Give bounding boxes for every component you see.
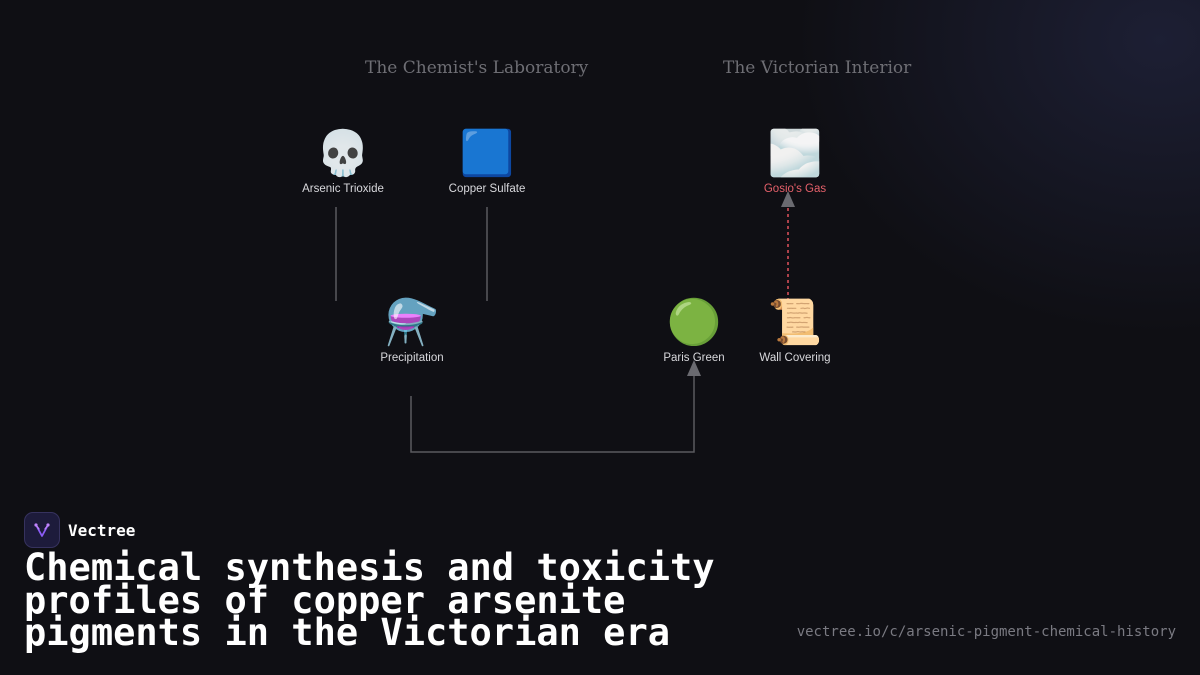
- edge-precipitation-to-paris-green: [410, 374, 695, 453]
- node-label: Wall Covering: [759, 352, 831, 364]
- node-label: Gosio's Gas: [763, 183, 827, 195]
- blue-square-icon: 🟦: [459, 128, 515, 179]
- scroll-icon: 📜: [767, 297, 823, 348]
- arrowhead-paris-green: [687, 360, 701, 376]
- alembic-icon: ⚗️: [384, 297, 440, 348]
- fog-icon: 🌫️: [767, 128, 823, 179]
- node-wall-covering[interactable]: 📜 Wall Covering: [735, 297, 855, 365]
- skull-icon: 💀: [315, 128, 371, 179]
- brand-name: Vectree: [68, 520, 136, 540]
- node-copper-sulfate[interactable]: 🟦 Copper Sulfate: [427, 128, 547, 196]
- node-label: Precipitation: [380, 352, 444, 364]
- brand[interactable]: Vectree: [24, 512, 135, 548]
- section-label-interior: The Victorian Interior: [723, 58, 912, 78]
- node-gosios-gas[interactable]: 🌫️ Gosio's Gas: [735, 128, 855, 196]
- node-paris-green[interactable]: 🟢 Paris Green: [634, 297, 754, 365]
- node-precipitation[interactable]: ⚗️ Precipitation: [352, 297, 472, 365]
- section-label-laboratory: The Chemist's Laboratory: [365, 58, 589, 78]
- page-url[interactable]: vectree.io/c/arsenic-pigment-chemical-hi…: [796, 624, 1176, 640]
- vectree-logo-icon: [24, 512, 60, 548]
- page-title: Chemical synthesis and toxicity profiles…: [24, 546, 715, 654]
- node-label: Arsenic Trioxide: [302, 183, 384, 195]
- node-label: Paris Green: [663, 352, 725, 364]
- node-arsenic-trioxide[interactable]: 💀 Arsenic Trioxide: [283, 128, 403, 196]
- green-circle-icon: 🟢: [666, 297, 722, 348]
- node-label: Copper Sulfate: [448, 183, 526, 195]
- arrowhead-gosios-gas: [781, 191, 795, 207]
